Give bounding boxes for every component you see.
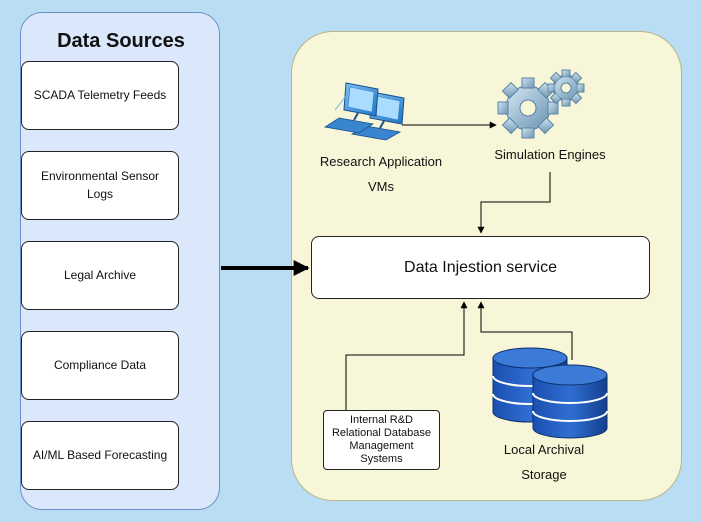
database-icon: [492, 347, 608, 439]
rdbms-box: Internal R&D Relational Database Managem…: [323, 410, 440, 470]
gears-icon: [497, 69, 585, 139]
ingestion-service-label: Data Injestion service: [404, 258, 557, 276]
rdbms-to-ingestion-arrow: [345, 301, 468, 410]
archival-storage-label: Local Archival Storage: [503, 442, 585, 482]
computers-icon: [323, 82, 405, 141]
archival-to-ingestion-arrow: [477, 301, 573, 360]
source-environmental-label: Environmental Sensor Logs: [40, 169, 160, 201]
source-scada-label: SCADA Telemetry Feeds: [33, 87, 167, 102]
research-vms-label: Research Application VMs: [319, 154, 443, 194]
source-aiml-box: AI/ML Based Forecasting: [21, 421, 179, 490]
source-compliance-label: Compliance Data: [53, 357, 147, 372]
rdbms-label: Internal R&D Relational Database Managem…: [331, 413, 432, 466]
simulation-to-ingestion-arrow: [477, 172, 551, 234]
ingestion-service-box: Data Injestion service: [311, 236, 650, 299]
source-scada-box: SCADA Telemetry Feeds: [21, 61, 179, 130]
source-compliance-box: Compliance Data: [21, 331, 179, 400]
source-legal-box: Legal Archive: [21, 241, 179, 310]
simulation-engines-label: Simulation Engines: [494, 147, 606, 162]
source-environmental-box: Environmental Sensor Logs: [21, 151, 179, 220]
data-sources-title: Data Sources: [57, 30, 185, 52]
source-legal-label: Legal Archive: [63, 267, 137, 282]
source-aiml-label: AI/ML Based Forecasting: [32, 447, 168, 462]
